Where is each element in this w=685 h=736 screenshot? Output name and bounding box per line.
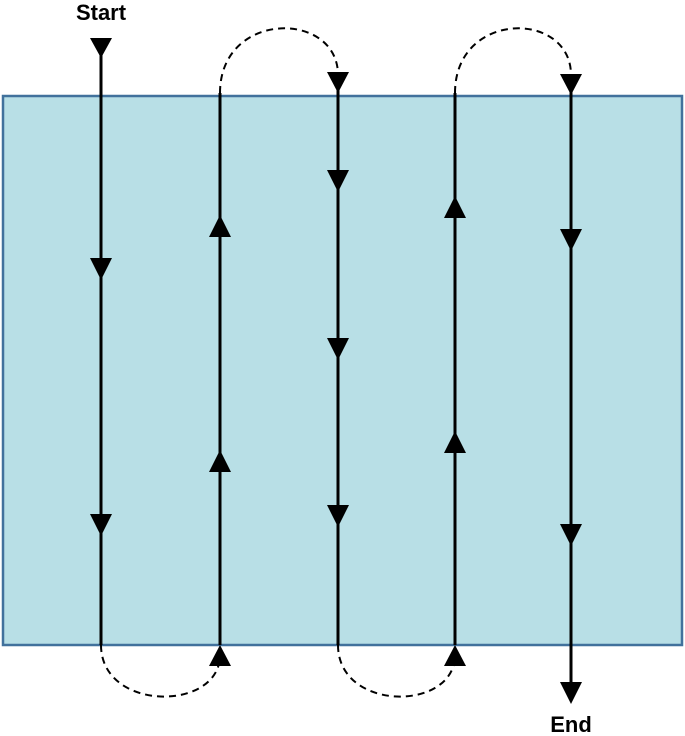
turn-arc-bottom-1	[100, 644, 221, 698]
end-label: End	[550, 712, 592, 736]
turn-arc-top-1	[219, 27, 339, 94]
arrow-down-icon	[90, 38, 112, 58]
arrow-up-icon	[209, 450, 231, 472]
field-area	[1, 94, 684, 647]
turn-arcs	[100, 27, 572, 698]
direction-arrows	[90, 38, 582, 704]
start-label: Start	[76, 0, 127, 25]
arrow-down-icon	[327, 338, 349, 360]
arrow-up-icon	[209, 645, 231, 666]
arrow-down-icon	[560, 74, 582, 95]
arrow-down-icon	[560, 229, 582, 251]
arrow-up-icon	[444, 431, 466, 453]
arrow-up-icon	[444, 196, 466, 218]
turn-arc-top-2	[454, 27, 572, 94]
arrow-down-icon	[327, 170, 349, 192]
arrow-down-icon	[327, 505, 349, 527]
arrow-up-icon	[444, 645, 466, 666]
turn-arc-bottom-2	[337, 644, 456, 698]
arrow-down-icon	[327, 72, 349, 93]
arrow-down-icon	[90, 258, 112, 280]
arrow-down-icon	[560, 682, 582, 704]
arrow-down-icon	[560, 524, 582, 546]
arrow-up-icon	[209, 215, 231, 237]
arrow-down-icon	[90, 514, 112, 536]
